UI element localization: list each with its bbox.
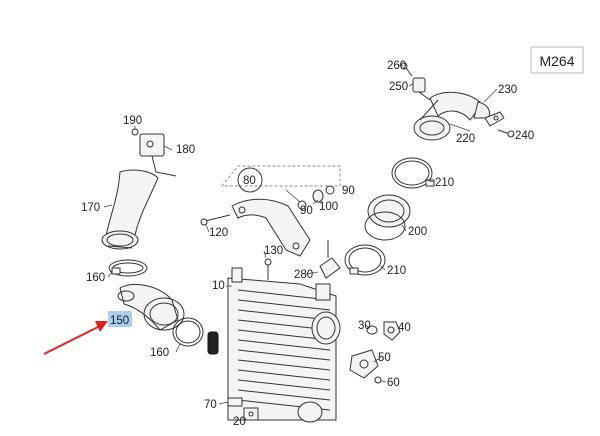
part-label-90-left[interactable]: 90 bbox=[300, 205, 313, 217]
bolt-60 bbox=[374, 376, 382, 384]
bracket-230 bbox=[484, 111, 505, 127]
part-label-260[interactable]: 260 bbox=[387, 60, 406, 72]
pipe-170 bbox=[101, 169, 159, 250]
sensor-180 bbox=[139, 133, 177, 177]
pipe-150 bbox=[117, 284, 185, 331]
screw-260 bbox=[400, 62, 413, 77]
hose-clamp-210-upper bbox=[391, 157, 435, 189]
part-label-190[interactable]: 190 bbox=[123, 115, 142, 127]
part-label-180[interactable]: 180 bbox=[176, 144, 195, 156]
part-label-160-lower[interactable]: 160 bbox=[150, 347, 169, 359]
part-label-280[interactable]: 280 bbox=[294, 269, 313, 281]
part-label-210-upper[interactable]: 210 bbox=[435, 177, 454, 189]
part-label-160-upper[interactable]: 160 bbox=[86, 272, 105, 284]
part-label-10[interactable]: 10 bbox=[212, 280, 225, 292]
hose-200 bbox=[364, 194, 411, 241]
pressure-sensor-250 bbox=[412, 77, 431, 101]
part-label-100[interactable]: 100 bbox=[319, 201, 338, 213]
intercooler-10 bbox=[207, 267, 341, 423]
model-code-label: M264 bbox=[539, 53, 574, 69]
part-label-120[interactable]: 120 bbox=[209, 227, 228, 239]
callout-80 bbox=[221, 165, 341, 193]
red-pointer-arrow bbox=[43, 321, 108, 355]
part-label-240[interactable]: 240 bbox=[515, 130, 534, 142]
actuator-50 bbox=[349, 349, 379, 379]
part-label-250[interactable]: 250 bbox=[389, 81, 408, 93]
bolt-120 bbox=[200, 214, 231, 226]
bolt-130 bbox=[264, 258, 272, 280]
part-label-20[interactable]: 20 bbox=[233, 416, 246, 428]
bracket-20 bbox=[243, 407, 259, 421]
hose-clamp-160-lower bbox=[172, 317, 204, 347]
clip-70 bbox=[227, 397, 243, 407]
bushing-100 bbox=[312, 189, 324, 203]
charge-air-pipe-220 bbox=[413, 91, 491, 141]
part-label-90-right[interactable]: 90 bbox=[342, 185, 355, 197]
bracket-80 bbox=[231, 198, 311, 257]
sensor-40 bbox=[383, 321, 401, 341]
bolt-240 bbox=[497, 129, 515, 138]
fitting-280 bbox=[315, 240, 341, 301]
screw-190 bbox=[131, 128, 139, 136]
part-labels: 260 250 230 220 240 190 180 170 80 90 90… bbox=[81, 60, 534, 428]
bushing-90 bbox=[297, 185, 335, 210]
part-label-130[interactable]: 130 bbox=[264, 245, 283, 257]
part-label-220[interactable]: 220 bbox=[456, 133, 475, 145]
part-label-70[interactable]: 70 bbox=[204, 399, 217, 411]
hose-clamp-160-upper bbox=[108, 259, 148, 277]
part-label-230[interactable]: 230 bbox=[498, 84, 517, 96]
part-label-210-lower[interactable]: 210 bbox=[387, 265, 406, 277]
label-highlight-150 bbox=[108, 311, 132, 327]
part-label-50[interactable]: 50 bbox=[378, 352, 391, 364]
part-label-30[interactable]: 30 bbox=[358, 320, 371, 332]
part-label-200[interactable]: 200 bbox=[408, 226, 427, 238]
part-label-170[interactable]: 170 bbox=[81, 202, 100, 214]
seal-30 bbox=[366, 325, 378, 335]
model-code-box: M264 bbox=[530, 46, 584, 74]
leader-lines bbox=[103, 64, 514, 422]
hose-clamp-210-lower bbox=[344, 244, 386, 276]
part-label-150[interactable]: 150 bbox=[110, 315, 129, 327]
part-label-80[interactable]: 80 bbox=[243, 175, 256, 187]
part-label-40[interactable]: 40 bbox=[398, 322, 411, 334]
part-label-60[interactable]: 60 bbox=[387, 377, 400, 389]
